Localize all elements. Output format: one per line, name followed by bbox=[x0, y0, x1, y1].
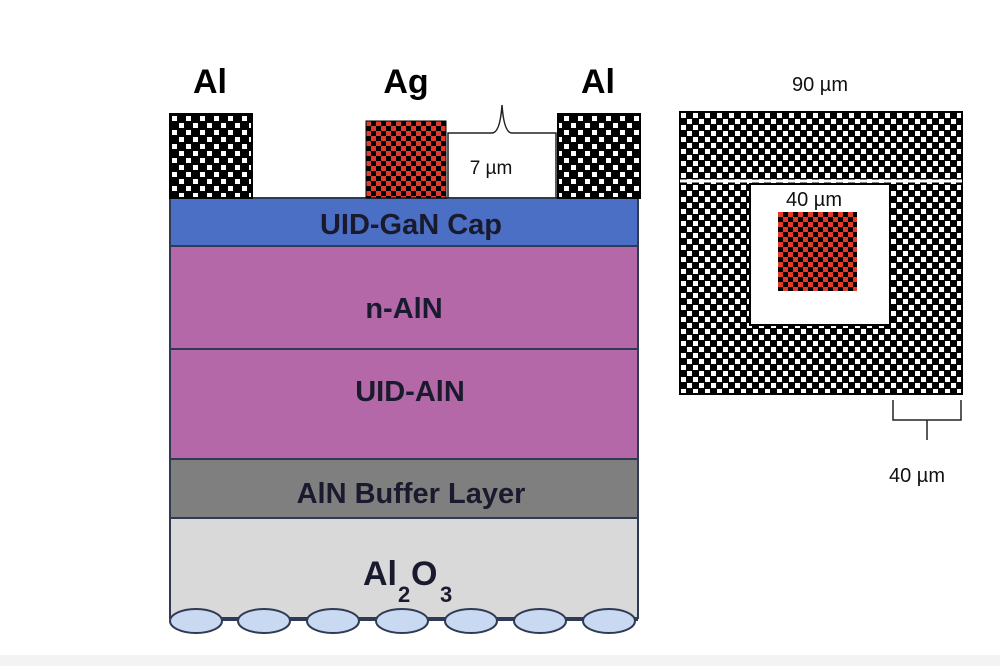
buffer-label: AlN Buffer Layer bbox=[297, 478, 526, 510]
top-view-ag-pad bbox=[778, 212, 857, 291]
bottom-strip bbox=[0, 655, 1000, 666]
substrate-sub-2: 2 bbox=[398, 582, 410, 607]
substrate-label-al: Al bbox=[363, 555, 397, 593]
al-label-left: Al bbox=[193, 63, 227, 101]
wafer-edge bbox=[169, 608, 638, 634]
uid-aln-label: UID-AlN bbox=[355, 376, 465, 408]
ag-contact bbox=[365, 120, 447, 199]
n-aln-label: n-AlN bbox=[365, 293, 442, 325]
gan-cap-label: UID-GaN Cap bbox=[320, 209, 502, 241]
gap-bracket bbox=[447, 104, 557, 198]
ag-label: Ag bbox=[383, 63, 428, 101]
ring-width-bracket bbox=[892, 400, 962, 440]
center-pad-size-label: 40 µm bbox=[786, 189, 842, 211]
al-label-right: Al bbox=[581, 63, 615, 101]
gap-dimension-label: 7 µm bbox=[470, 158, 513, 179]
top-view bbox=[679, 111, 963, 440]
uid-aln-layer bbox=[169, 348, 639, 460]
substrate-formula: Al 2 O 3 bbox=[363, 555, 452, 607]
substrate-label-o: O bbox=[411, 555, 437, 593]
al-contact-left bbox=[169, 113, 253, 199]
gan-cap-layer bbox=[169, 197, 639, 247]
substrate-layer bbox=[169, 517, 639, 619]
al-contact-right bbox=[557, 113, 641, 199]
top-view-width-label: 90 µm bbox=[792, 74, 848, 96]
ring-width-label: 40 µm bbox=[889, 465, 945, 487]
substrate-sub-3: 3 bbox=[440, 582, 452, 607]
